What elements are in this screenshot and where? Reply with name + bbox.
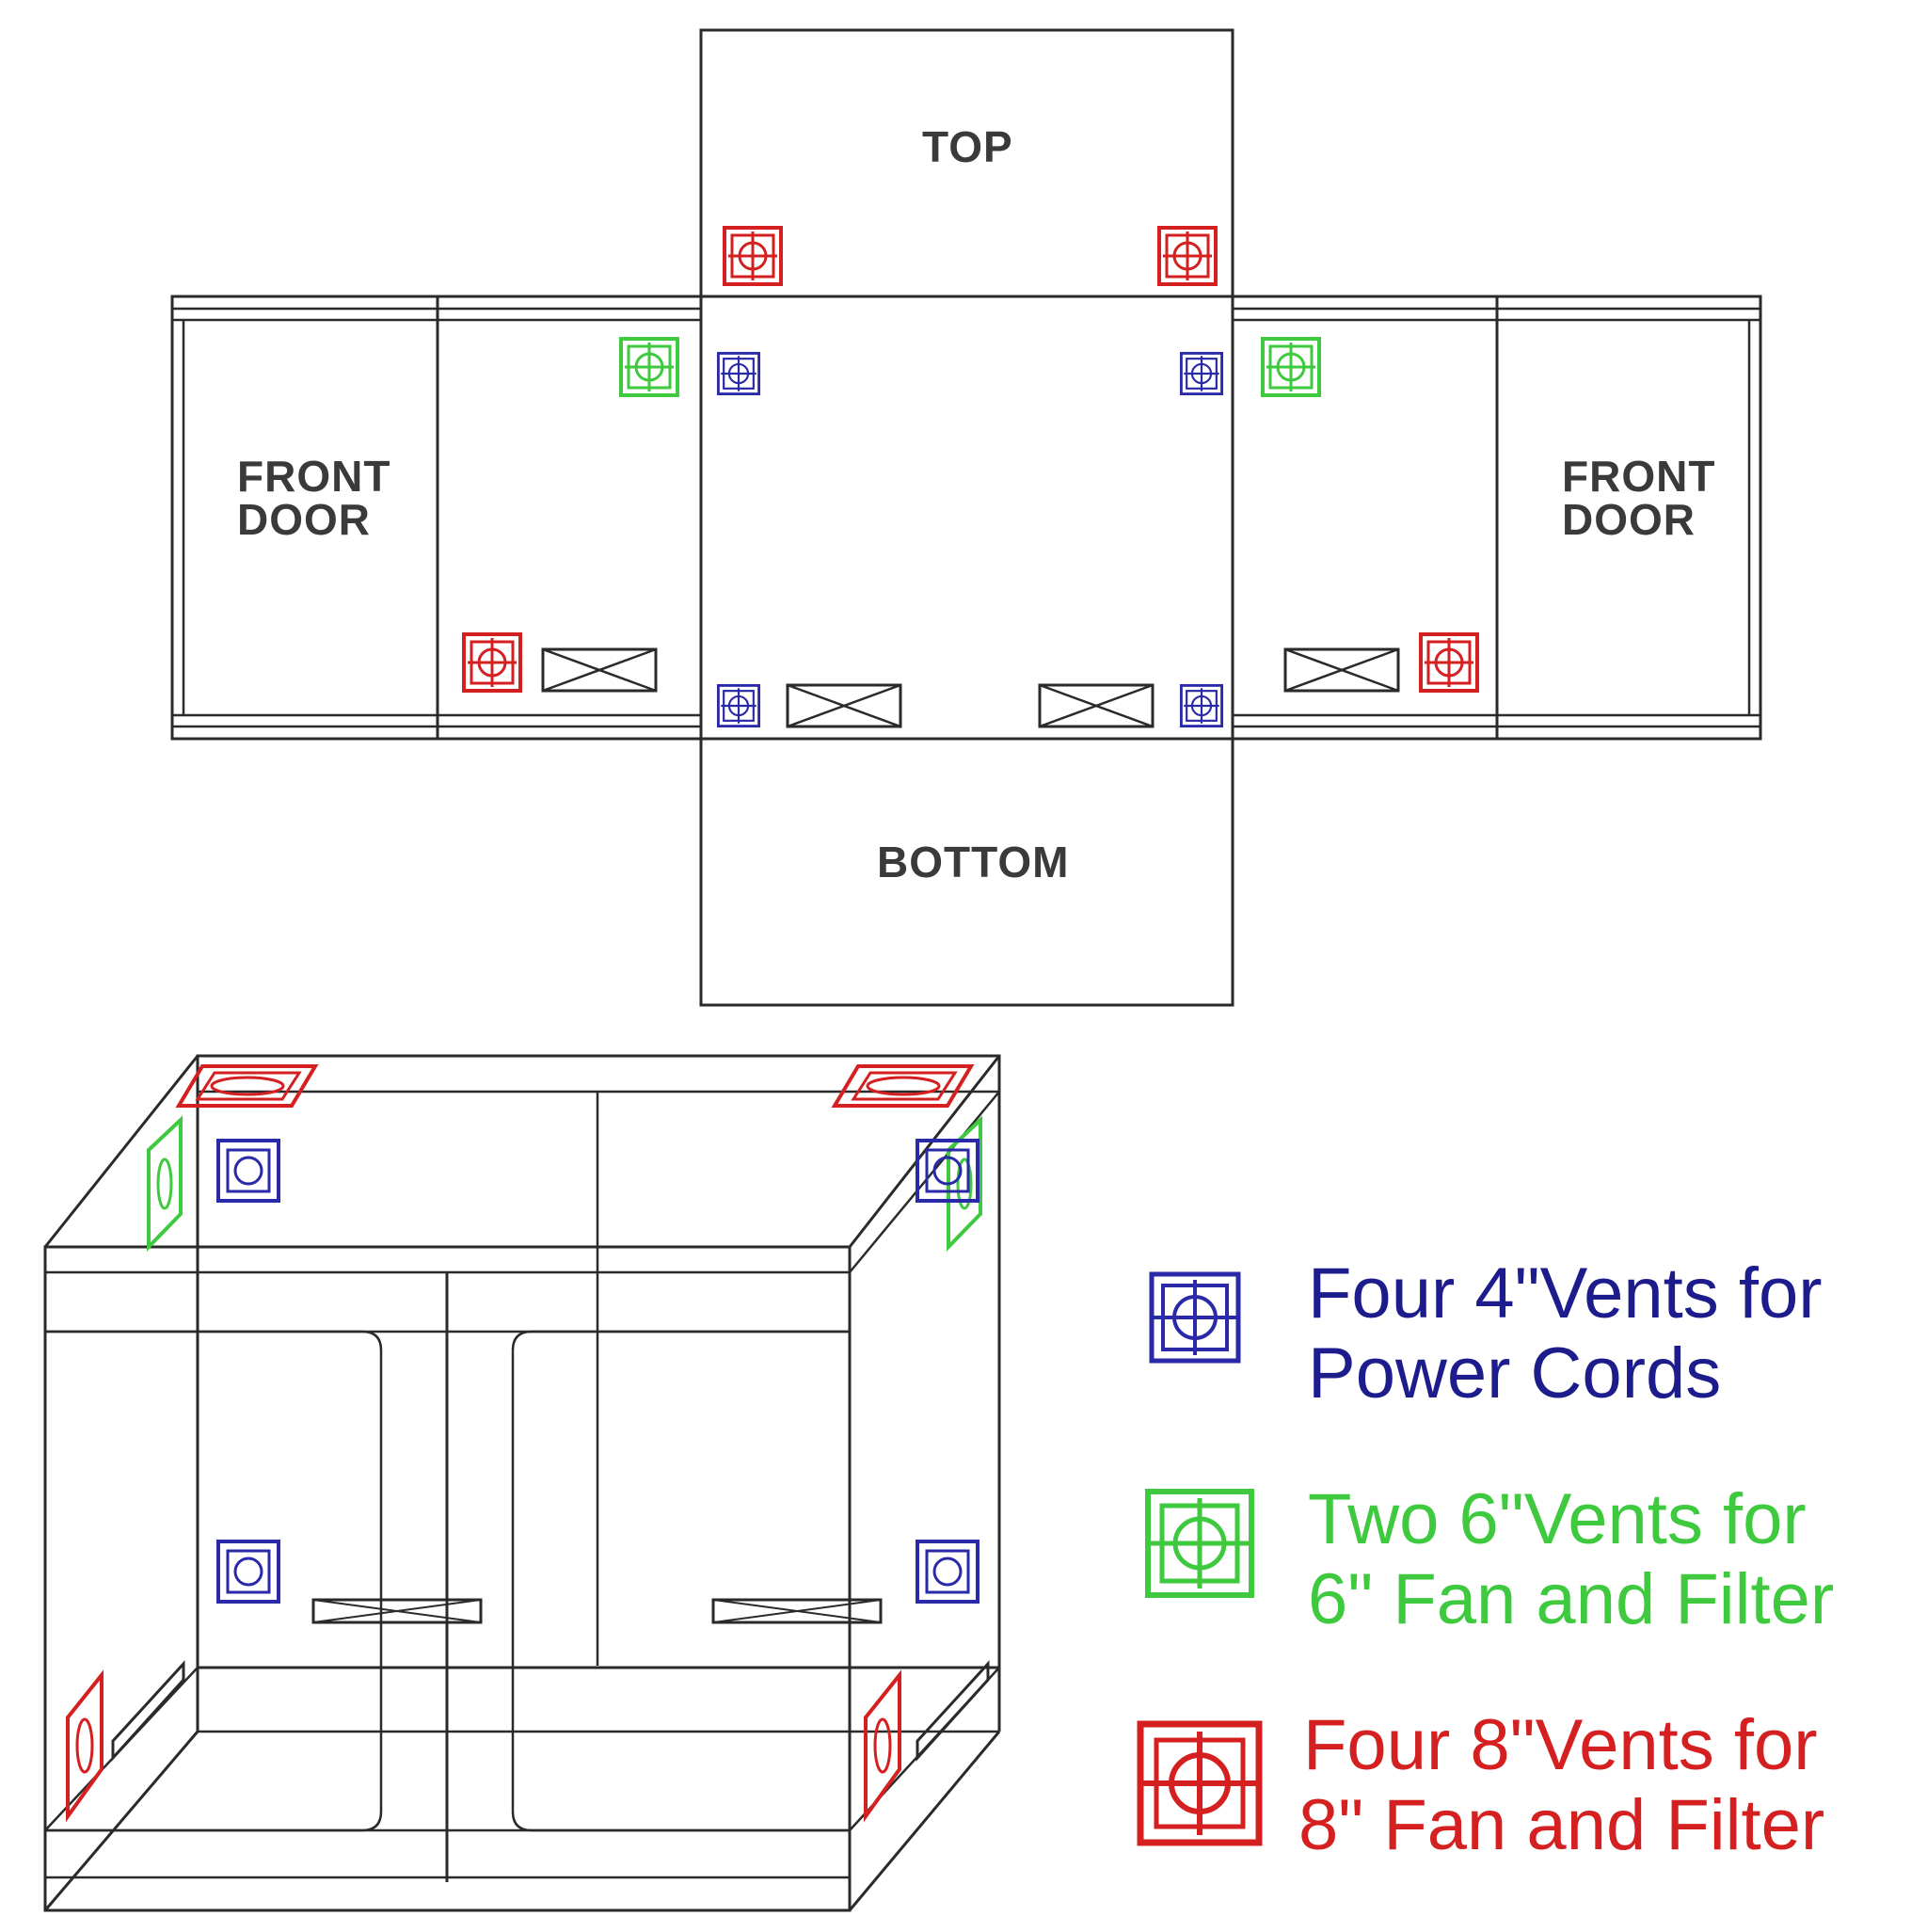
- vent-8in-icon: [831, 1064, 975, 1108]
- window-flap-icon: [786, 683, 902, 728]
- legend-blue-line1: Four 4"Vents for: [1308, 1253, 1823, 1333]
- legend-blue-line2: Power Cords: [1308, 1333, 1721, 1413]
- window-flap-icon: [1038, 683, 1155, 728]
- vent-4in-icon: [216, 1540, 280, 1604]
- vent-4in-icon: [1149, 1271, 1241, 1364]
- vent-6in-icon: [619, 337, 679, 397]
- window-flap-icon: [1283, 647, 1400, 693]
- side-strip: [170, 295, 1762, 741]
- legend-green-line2: 6" Fan and Filter: [1308, 1559, 1834, 1639]
- front-door-right-label: DOOR: [1562, 495, 1696, 544]
- vent-6in-icon: [1261, 337, 1321, 397]
- legend: Four 4"Vents for Power Cords Two 6"Vents…: [1137, 1253, 1834, 1865]
- vent-4in-icon: [716, 351, 761, 396]
- vent-8in-icon: [66, 1669, 104, 1823]
- vent-8in-icon: [723, 226, 783, 286]
- window-flap-icon: [711, 1598, 883, 1624]
- vent-4in-icon: [1179, 351, 1224, 396]
- window-flap-icon: [916, 1660, 990, 1762]
- tent-3d-view: [43, 1054, 1001, 1912]
- unfolded-net: TOP BOTTOM FRONT DOOR FRONT DOOR: [170, 28, 1762, 1007]
- legend-red-line1: Four 8"Vents for: [1303, 1705, 1818, 1785]
- vent-8in-icon: [1419, 632, 1479, 693]
- vent-8in-icon: [175, 1064, 319, 1108]
- top-label: TOP: [922, 122, 1013, 171]
- vent-4in-icon: [716, 683, 761, 728]
- vent-4in-icon: [216, 1139, 280, 1203]
- vent-8in-icon: [462, 632, 522, 693]
- window-flap-icon: [541, 647, 658, 693]
- window-flap-icon: [111, 1660, 185, 1762]
- window-flap-icon: [311, 1598, 483, 1624]
- vent-8in-icon: [1157, 226, 1218, 286]
- vent-6in-icon: [947, 1115, 982, 1252]
- vent-8in-icon: [1137, 1720, 1263, 1846]
- legend-red-line2: 8" Fan and Filter: [1298, 1785, 1824, 1865]
- bottom-label: BOTTOM: [877, 838, 1069, 886]
- front-door-left-label: DOOR: [237, 495, 371, 544]
- front-door-right-label: FRONT: [1562, 452, 1715, 501]
- vent-4in-icon: [916, 1540, 979, 1604]
- vent-6in-icon: [1145, 1489, 1254, 1598]
- front-door-left-label: FRONT: [237, 452, 390, 501]
- legend-green-line1: Two 6"Vents for: [1308, 1479, 1807, 1559]
- vent-6in-icon: [147, 1115, 183, 1252]
- vent-4in-icon: [916, 1139, 979, 1203]
- vent-4in-icon: [1179, 683, 1224, 728]
- vent-8in-icon: [864, 1669, 901, 1823]
